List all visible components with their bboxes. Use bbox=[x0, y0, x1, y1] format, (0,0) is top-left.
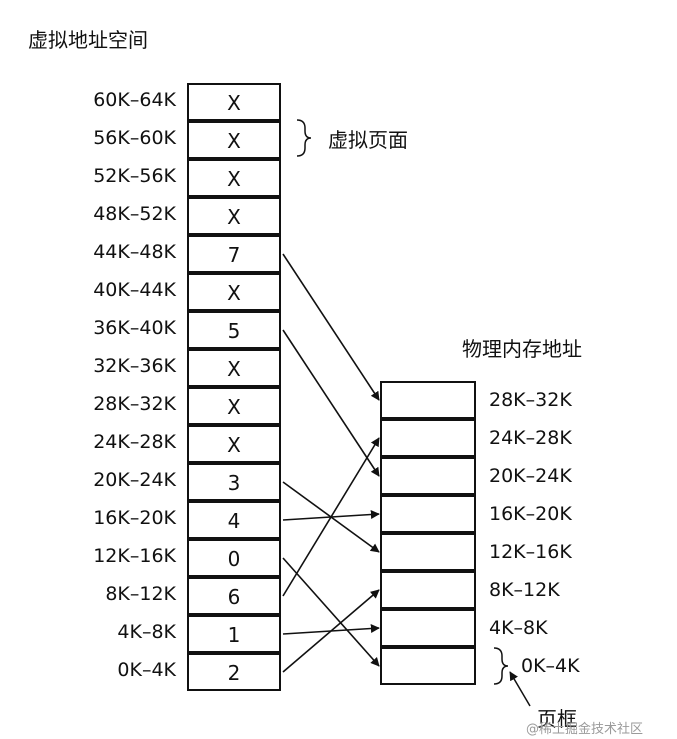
mapping-arrow bbox=[282, 329, 380, 477]
physical-range-label: 20K–24K bbox=[489, 465, 572, 487]
virtual-page-cell: X bbox=[187, 83, 281, 121]
mapping-arrow bbox=[282, 437, 380, 597]
virtual-page-cell: 3 bbox=[187, 463, 281, 501]
virtual-page-cell: X bbox=[187, 387, 281, 425]
virtual-range-label: 24K–28K bbox=[93, 431, 176, 453]
physical-memory-title: 物理内存地址 bbox=[462, 337, 582, 361]
virtual-page-cell: 6 bbox=[187, 577, 281, 615]
virtual-address-space-title: 虚拟地址空间 bbox=[28, 28, 148, 52]
virtual-page-brace bbox=[296, 119, 312, 157]
physical-frame-cell bbox=[380, 495, 476, 533]
physical-frame-cell bbox=[380, 571, 476, 609]
virtual-page-cell: 0 bbox=[187, 539, 281, 577]
virtual-page-cell: 4 bbox=[187, 501, 281, 539]
virtual-page-cell: 2 bbox=[187, 653, 281, 691]
physical-frame-cell bbox=[380, 457, 476, 495]
page-frame-brace bbox=[493, 647, 509, 685]
virtual-page-cell: X bbox=[187, 121, 281, 159]
virtual-page-cell: X bbox=[187, 197, 281, 235]
physical-frame-cell bbox=[380, 647, 476, 685]
physical-frame-cell bbox=[380, 381, 476, 419]
physical-range-label: 12K–16K bbox=[489, 541, 572, 563]
virtual-page-cell: 7 bbox=[187, 235, 281, 273]
physical-range-label: 8K–12K bbox=[489, 579, 560, 601]
virtual-range-label: 4K–8K bbox=[117, 621, 176, 643]
physical-frame-cell bbox=[380, 419, 476, 457]
virtual-page-label: 虚拟页面 bbox=[328, 128, 408, 152]
virtual-page-cell: X bbox=[187, 425, 281, 463]
page-frame-pointer bbox=[509, 671, 531, 707]
mapping-arrows bbox=[282, 253, 380, 673]
virtual-range-label: 8K–12K bbox=[105, 583, 176, 605]
virtual-range-label: 28K–32K bbox=[93, 393, 176, 415]
virtual-range-label: 40K–44K bbox=[93, 279, 176, 301]
mapping-arrow bbox=[282, 253, 380, 401]
virtual-page-cell: X bbox=[187, 273, 281, 311]
virtual-page-cell: 5 bbox=[187, 311, 281, 349]
virtual-range-label: 16K–20K bbox=[93, 507, 176, 529]
mapping-arrow bbox=[282, 557, 380, 667]
watermark-text: @稀土掘金技术社区 bbox=[526, 722, 644, 737]
virtual-range-label: 12K–16K bbox=[93, 545, 176, 567]
physical-range-label: 4K–8K bbox=[489, 617, 548, 639]
virtual-range-label: 20K–24K bbox=[93, 469, 176, 491]
page-frame-label: 页框 bbox=[537, 707, 577, 731]
virtual-range-label: 44K–48K bbox=[93, 241, 176, 263]
physical-range-label: 24K–28K bbox=[489, 427, 572, 449]
virtual-range-label: 48K–52K bbox=[93, 203, 176, 225]
virtual-range-label: 60K–64K bbox=[93, 89, 176, 111]
physical-frame-cell bbox=[380, 533, 476, 571]
physical-range-label: 28K–32K bbox=[489, 389, 572, 411]
virtual-page-cell: X bbox=[187, 159, 281, 197]
virtual-range-label: 52K–56K bbox=[93, 165, 176, 187]
virtual-range-label: 56K–60K bbox=[93, 127, 176, 149]
physical-range-label: 0K–4K bbox=[521, 655, 580, 677]
virtual-page-cell: X bbox=[187, 349, 281, 387]
physical-frame-cell bbox=[380, 609, 476, 647]
virtual-range-label: 0K–4K bbox=[117, 659, 176, 681]
virtual-range-label: 32K–36K bbox=[93, 355, 176, 377]
virtual-page-cell: 1 bbox=[187, 615, 281, 653]
mapping-arrow bbox=[282, 589, 380, 673]
physical-range-label: 16K–20K bbox=[489, 503, 572, 525]
virtual-range-label: 36K–40K bbox=[93, 317, 176, 339]
